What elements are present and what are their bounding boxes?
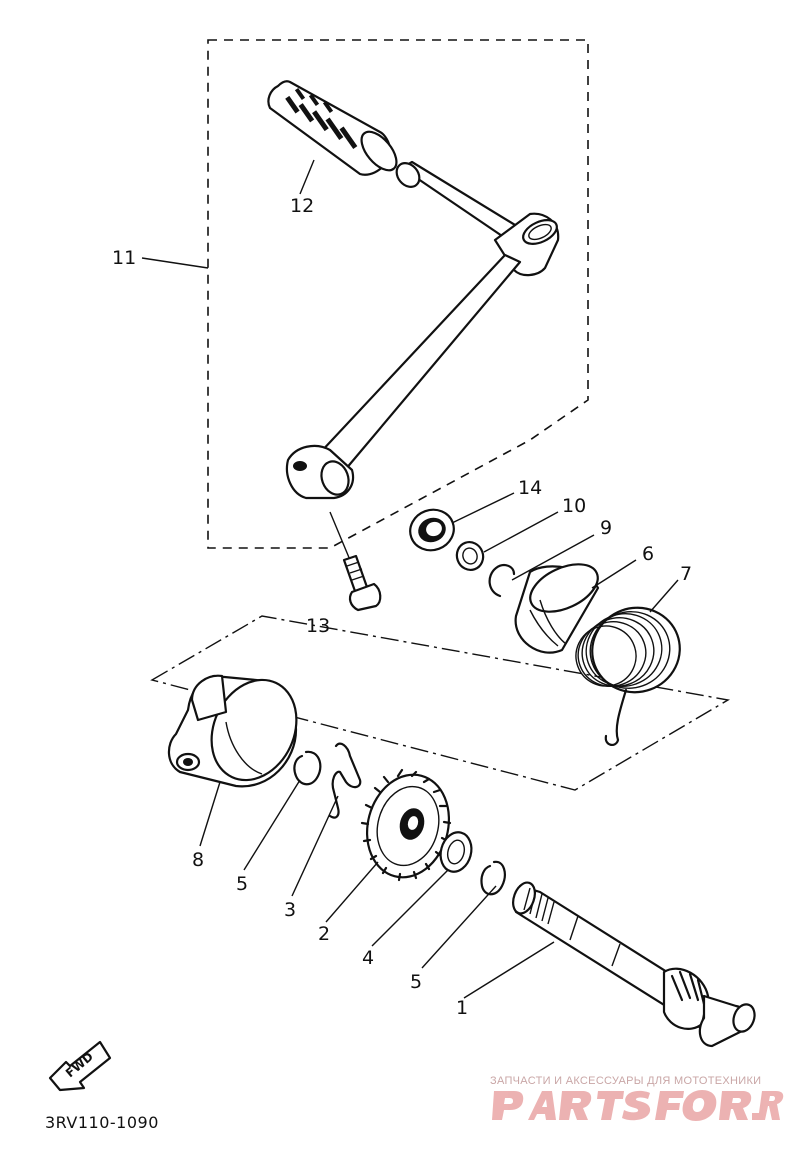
callout-6: 6 — [642, 543, 654, 565]
callout-11: 11 — [112, 247, 136, 269]
kick-clip — [328, 742, 362, 819]
washer-10 — [455, 541, 485, 571]
callout-10: 10 — [562, 495, 586, 517]
callout-2: 2 — [318, 923, 330, 945]
callout-13: 13 — [306, 615, 330, 637]
callout-12: 12 — [290, 195, 314, 217]
kick-crank-assembly-boundary — [207, 39, 589, 549]
kick-grip — [267, 80, 398, 176]
watermark-tagline: ЗАПЧАСТИ И АКСЕССУАРЫ ДЛЯ МОТОТЕХНИКИ — [490, 1075, 762, 1087]
callout-14: 14 — [518, 477, 542, 499]
kick-gear — [360, 768, 452, 882]
washer-4 — [439, 831, 473, 873]
leader-lines — [141, 159, 679, 999]
kick-crank-arm — [285, 160, 560, 500]
housing-group-boundary — [150, 615, 730, 791]
oil-seal — [409, 508, 455, 552]
circlip-5-upper — [293, 750, 322, 786]
callout-4: 4 — [362, 947, 374, 969]
watermark-logo — [492, 1090, 784, 1121]
torsion-spring — [575, 606, 681, 746]
callout-labels: 12 11 14 10 9 6 7 13 8 5 3 2 4 5 1 — [112, 195, 692, 1019]
kick-axle — [512, 881, 756, 1048]
pinch-bolt — [329, 511, 382, 612]
callout-7: 7 — [680, 563, 692, 585]
circlip-5-lower — [480, 860, 506, 896]
spring-cover — [514, 563, 600, 654]
circlip-9 — [488, 564, 516, 598]
callout-8: 8 — [192, 849, 204, 871]
drawing-code: 3RV110-1090 — [45, 1113, 159, 1132]
callout-9: 9 — [600, 517, 612, 539]
callout-5-lower: 5 — [410, 971, 422, 993]
callout-3: 3 — [284, 899, 296, 921]
kick-housing — [167, 674, 298, 788]
forward-arrow-icon: FWD — [48, 1040, 112, 1092]
callout-1: 1 — [456, 997, 468, 1019]
callout-5-upper: 5 — [236, 873, 248, 895]
